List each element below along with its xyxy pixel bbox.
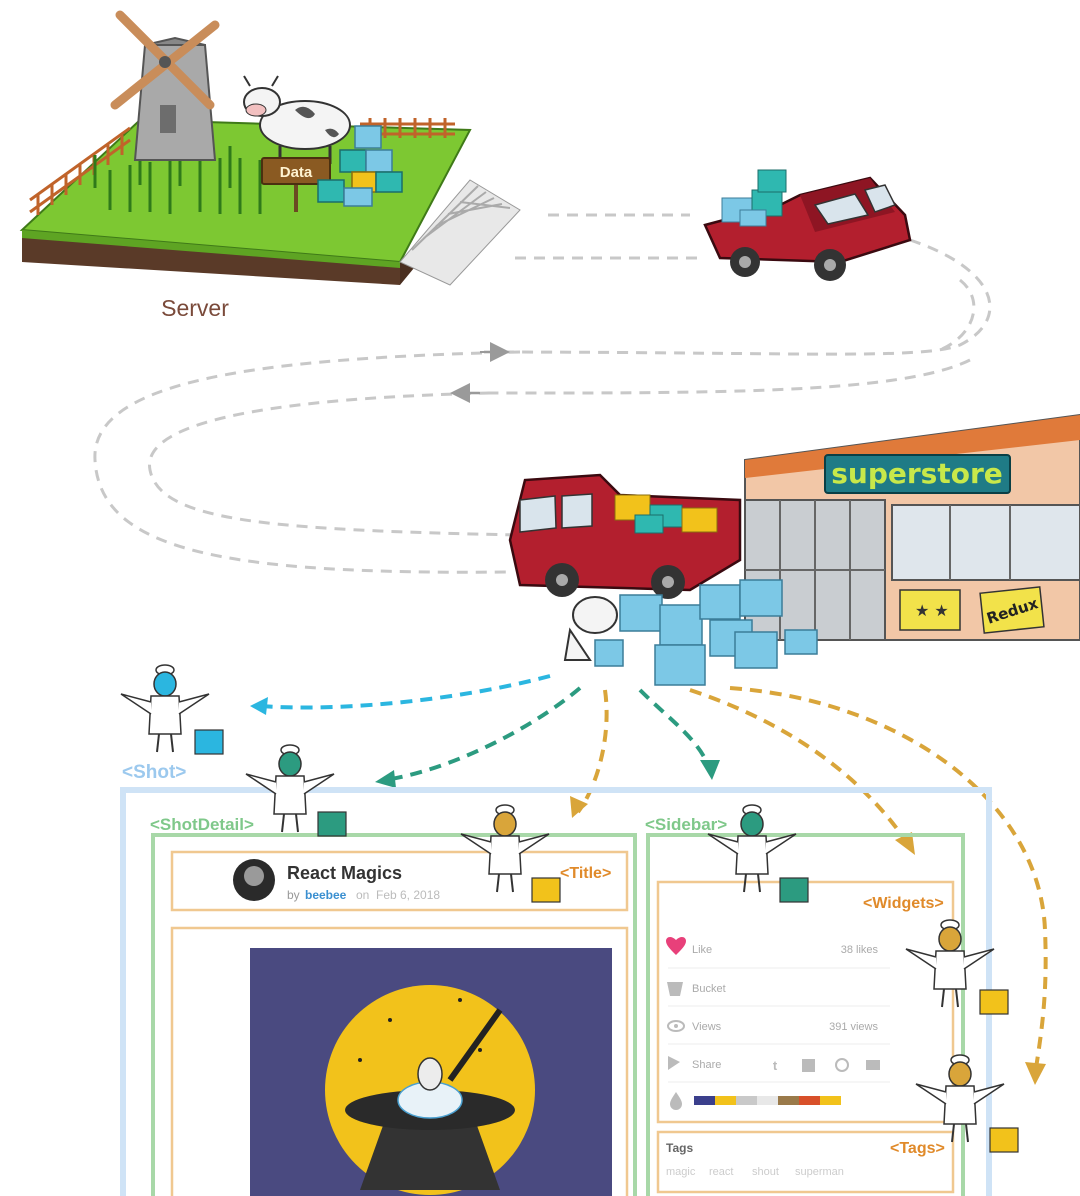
views-count: 391 views [829, 1021, 878, 1033]
share-label: Share [692, 1059, 721, 1071]
palette-swatch[interactable] [715, 1096, 736, 1105]
tags-panel: Tags magic react shout superman [666, 1141, 844, 1178]
shot-tag: <Shot> [122, 762, 186, 783]
color-palette-row [670, 1092, 841, 1110]
chef-character [905, 919, 1009, 1015]
arrow-to-shotdetail [384, 686, 582, 782]
windmill [110, 10, 220, 161]
worker-unloading [563, 596, 618, 661]
tag-item[interactable]: superman [795, 1166, 844, 1178]
views-row: Views 391 views [667, 1020, 878, 1033]
palette-swatch[interactable] [820, 1096, 841, 1105]
byline-prefix: by [287, 888, 300, 902]
chef-character [120, 664, 224, 755]
palette-swatch[interactable] [778, 1096, 799, 1105]
arrow-to-widgets [689, 688, 914, 852]
chef-character [460, 804, 561, 903]
superstore: superstore ★ ★ Redux [744, 413, 1080, 641]
shot-title-card: React Magics by beebee on Feb 6, 2018 [233, 859, 440, 902]
shot-title: React Magics [287, 863, 402, 883]
like-label: Like [692, 944, 712, 956]
tags-tag: <Tags> [890, 1140, 945, 1157]
bucket-label: Bucket [692, 983, 726, 995]
shotdetail-frame [151, 833, 637, 1196]
chef-box [194, 729, 224, 755]
arrow-to-shot [259, 674, 551, 710]
server-farm: Data Server [19, 10, 521, 321]
palette-swatch[interactable] [799, 1096, 820, 1105]
tags-frame [656, 1130, 955, 1194]
share-row[interactable]: Share t [668, 1056, 880, 1073]
author-link[interactable]: beebee [305, 888, 347, 902]
delivery-truck-top [703, 169, 912, 281]
title-tag: <Title> [560, 865, 611, 882]
bucket-icon [667, 982, 683, 996]
widgets-list: Like 38 likes Bucket Views 391 views Sha… [666, 937, 890, 1110]
email-icon[interactable] [866, 1060, 880, 1070]
date-prefix: on [356, 888, 369, 902]
arrow-to-tags [729, 686, 1048, 1076]
delivery-truck-bottom [508, 473, 742, 599]
arrow-to-sidebar [638, 688, 712, 771]
arrow-to-title [576, 689, 609, 814]
cow [243, 75, 351, 164]
superstore-sign-label: superstore [831, 457, 1003, 490]
palette-swatch[interactable] [757, 1096, 778, 1105]
like-count: 38 likes [841, 944, 879, 956]
poster-stars [899, 589, 961, 631]
svg-text:★ ★: ★ ★ [915, 601, 949, 620]
drop-icon [670, 1092, 682, 1110]
twitter-icon[interactable]: t [773, 1058, 778, 1073]
heart-icon [666, 937, 686, 955]
tag-item[interactable]: shout [752, 1166, 779, 1178]
data-cubes [317, 125, 403, 207]
data-sign-label: Data [280, 164, 313, 181]
bucket-row[interactable]: Bucket [667, 982, 726, 996]
views-label: Views [692, 1021, 722, 1033]
chef-box [531, 877, 561, 903]
chef-box [979, 989, 1009, 1015]
delivery-arrows [259, 674, 1048, 1076]
facebook-icon[interactable] [802, 1059, 815, 1072]
pinterest-icon[interactable] [835, 1058, 849, 1072]
corn-field [93, 146, 262, 214]
share-icon [668, 1056, 680, 1070]
palette-swatch[interactable] [736, 1096, 757, 1105]
widgets-tag: <Widgets> [863, 895, 944, 912]
box-pile [594, 579, 818, 686]
delivery-route [93, 213, 992, 574]
sidebar-tag: <Sidebar> [645, 815, 727, 834]
palette-swatch[interactable] [694, 1096, 715, 1105]
chef-character [915, 1054, 1019, 1153]
shot-date: Feb 6, 2018 [376, 888, 440, 902]
superstore-sign [824, 454, 1011, 494]
data-sign: Data [261, 157, 331, 212]
arrow-heads [250, 697, 1046, 1085]
poster-redux [979, 586, 1045, 634]
chef-character [245, 744, 347, 837]
chef-box [989, 1127, 1019, 1153]
chef-character [707, 804, 809, 903]
tag-item[interactable]: magic [666, 1166, 696, 1178]
like-row[interactable]: Like 38 likes [666, 937, 879, 956]
eye-icon [667, 1020, 685, 1032]
tag-item[interactable]: react [709, 1166, 733, 1178]
sidebar-frame [646, 833, 965, 1196]
tags-heading: Tags [666, 1141, 693, 1155]
shotdetail-tag: <ShotDetail> [150, 815, 254, 834]
chef-box [779, 877, 809, 903]
widgets-frame [656, 880, 955, 1124]
farm-stairs [399, 179, 521, 286]
chef-box [317, 811, 347, 837]
server-caption: Server [161, 295, 229, 321]
shot-artwork [250, 948, 612, 1196]
